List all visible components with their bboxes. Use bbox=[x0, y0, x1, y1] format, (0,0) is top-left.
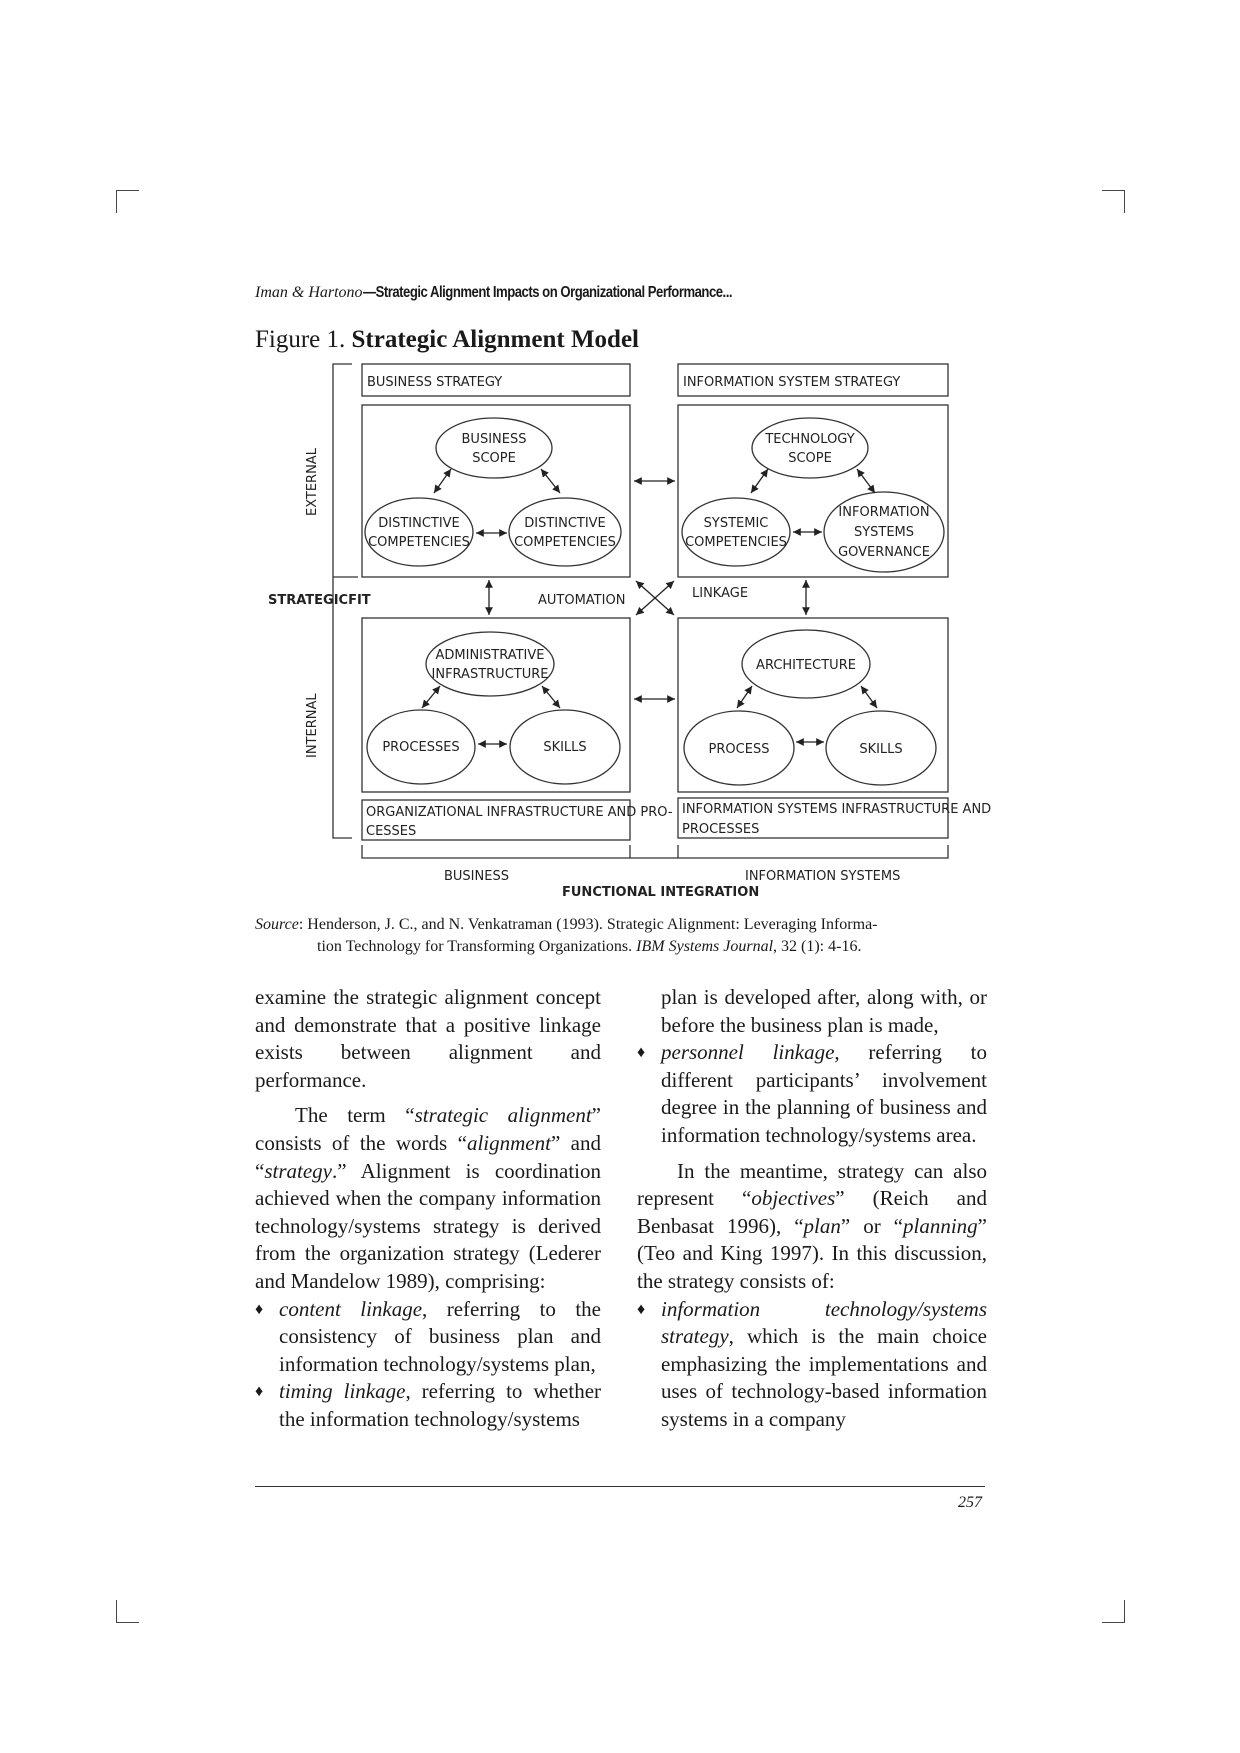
svg-text:SYSTEMIC: SYSTEMIC bbox=[704, 516, 769, 531]
systemic-competencies-ellipse bbox=[681, 497, 791, 567]
bottom-bracket bbox=[361, 845, 949, 859]
technology-scope-ellipse bbox=[751, 417, 869, 479]
crop-mark-bottom-left bbox=[116, 1600, 139, 1623]
linkage-label: LINKAGE bbox=[692, 586, 748, 601]
is-axis-label: INFORMATION SYSTEMS bbox=[745, 869, 900, 884]
business-scope-ellipse bbox=[435, 417, 553, 479]
paragraph: The term “strategic alignment” consists … bbox=[255, 1103, 601, 1293]
running-head-title: —Strategic Alignment Impacts on Organiza… bbox=[362, 284, 733, 301]
svg-text:SCOPE: SCOPE bbox=[788, 451, 832, 466]
is-strategy-label: INFORMATION SYSTEM STRATEGY bbox=[683, 375, 900, 390]
business-external-box bbox=[361, 404, 631, 578]
bullet-icon: ♦ bbox=[637, 1044, 646, 1062]
crop-mark-top-right bbox=[1102, 190, 1125, 213]
list-item: ♦timing linkage, referring to whether th… bbox=[255, 1379, 602, 1431]
running-head-authors: Iman & Hartono bbox=[255, 284, 363, 301]
external-label: EXTERNAL bbox=[305, 447, 320, 516]
org-infra-box bbox=[361, 799, 631, 841]
business-strategy-label: BUSINESS STRATEGY bbox=[367, 375, 502, 390]
figure-number: Figure 1. bbox=[255, 326, 346, 353]
admin-infrastructure-ellipse bbox=[425, 631, 555, 697]
processes-ellipse bbox=[366, 709, 476, 785]
svg-text:GOVERNANCE: GOVERNANCE bbox=[838, 545, 930, 560]
figure-source: Source: Henderson, J. C., and N. Venkatr… bbox=[255, 916, 878, 955]
svg-text:COMPETENCIES: COMPETENCIES bbox=[685, 535, 787, 550]
svg-text:INFORMATION SYSTEMS INFRASTRUC: INFORMATION SYSTEMS INFRASTRUCTURE AND bbox=[682, 802, 991, 817]
architecture-ellipse bbox=[741, 629, 871, 699]
paragraph: plan is developed after, along with, or … bbox=[661, 985, 987, 1037]
is-infra-box bbox=[677, 797, 949, 839]
strategic-alignment-diagram: BUSINESS STRATEGY INFORMATION SYSTEM STR… bbox=[268, 363, 991, 900]
svg-text:TECHNOLOGY: TECHNOLOGY bbox=[764, 432, 854, 447]
distinctive-competencies-1-ellipse bbox=[364, 497, 474, 567]
svg-text:BUSINESS: BUSINESS bbox=[462, 432, 527, 447]
business-strategy-box bbox=[361, 363, 631, 397]
svg-text:DISTINCTIVE: DISTINCTIVE bbox=[378, 516, 460, 531]
is-internal-box bbox=[677, 617, 949, 793]
page-number: 257 bbox=[958, 1494, 982, 1511]
internal-label: INTERNAL bbox=[305, 693, 320, 758]
list-item: ♦information technology/systems strategy… bbox=[637, 1296, 987, 1431]
automation-label: AUTOMATION bbox=[538, 593, 625, 608]
process-ellipse bbox=[683, 710, 795, 786]
strategic-fit-label: STRATEGICFIT bbox=[268, 593, 371, 608]
functional-integration-label: FUNCTIONAL INTEGRATION bbox=[562, 885, 759, 900]
is-strategy-box bbox=[677, 363, 949, 397]
skills-left-ellipse bbox=[509, 709, 621, 785]
crop-mark-top-left bbox=[116, 190, 139, 213]
is-governance-ellipse bbox=[823, 491, 945, 573]
svg-text:ORGANIZATIONAL INFRASTRUCTURE: ORGANIZATIONAL INFRASTRUCTURE AND PRO- bbox=[366, 805, 673, 820]
left-bracket bbox=[332, 363, 352, 839]
svg-text:SYSTEMS: SYSTEMS bbox=[854, 525, 914, 540]
footer-rule bbox=[255, 1486, 985, 1487]
left-column: examine the strategic alignment concept … bbox=[255, 984, 601, 1434]
list-item: ♦personnel linkage, referring to differe… bbox=[637, 1040, 987, 1147]
business-internal-box bbox=[361, 617, 631, 793]
distinctive-competencies-2-ellipse bbox=[508, 497, 622, 567]
svg-text:PROCESSES: PROCESSES bbox=[382, 740, 459, 755]
svg-text:CESSES: CESSES bbox=[366, 824, 416, 839]
paragraph: examine the strategic alignment concept … bbox=[255, 985, 601, 1092]
svg-text:INFORMATION: INFORMATION bbox=[838, 505, 929, 520]
svg-text:INFRASTRUCTURE: INFRASTRUCTURE bbox=[432, 667, 549, 682]
business-axis-label: BUSINESS bbox=[444, 869, 509, 884]
svg-text:SCOPE: SCOPE bbox=[472, 451, 516, 466]
svg-text:PROCESS: PROCESS bbox=[709, 742, 770, 757]
bullet-icon: ♦ bbox=[255, 1300, 264, 1318]
is-external-box bbox=[677, 404, 949, 578]
svg-text:SKILLS: SKILLS bbox=[859, 742, 902, 757]
paragraph: In the meantime, strategy can also repre… bbox=[637, 1158, 987, 1293]
right-column: plan is developed after, along with, or … bbox=[637, 984, 987, 1434]
figure-caption: Figure 1. Strategic Alignment Model bbox=[255, 326, 639, 354]
svg-text:COMPETENCIES: COMPETENCIES bbox=[514, 535, 616, 550]
svg-text:PROCESSES: PROCESSES bbox=[682, 822, 759, 837]
running-head: Iman & Hartono—Strategic Alignment Impac… bbox=[255, 284, 813, 302]
svg-text:COMPETENCIES: COMPETENCIES bbox=[368, 535, 470, 550]
svg-text:SKILLS: SKILLS bbox=[543, 740, 586, 755]
figure-title: Strategic Alignment Model bbox=[351, 326, 639, 353]
skills-right-ellipse bbox=[825, 710, 937, 786]
svg-text:ADMINISTRATIVE: ADMINISTRATIVE bbox=[436, 648, 545, 663]
list-item: ♦content linkage, referring to the consi… bbox=[255, 1296, 601, 1376]
svg-text:DISTINCTIVE: DISTINCTIVE bbox=[524, 516, 606, 531]
svg-text:ARCHITECTURE: ARCHITECTURE bbox=[756, 658, 856, 673]
bullet-icon: ♦ bbox=[255, 1383, 264, 1401]
crop-mark-bottom-right bbox=[1102, 1600, 1125, 1623]
bullet-icon: ♦ bbox=[637, 1300, 646, 1318]
